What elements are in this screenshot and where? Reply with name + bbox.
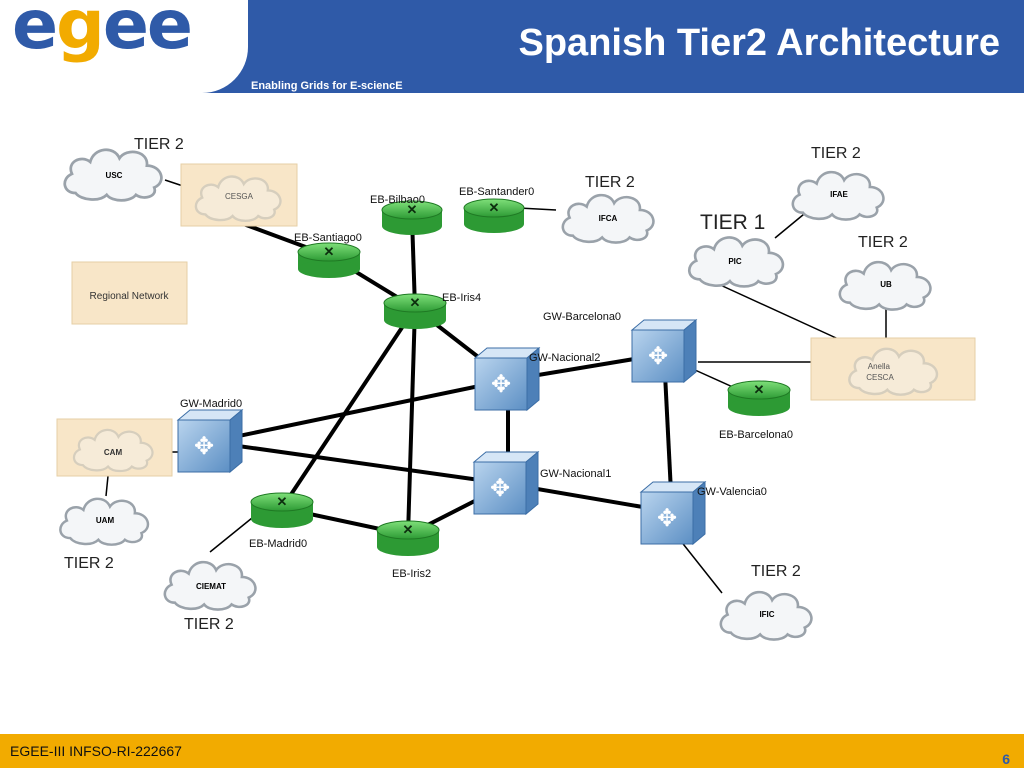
slide-footer: EGEE-III INFSO-RI-222667 6 [0, 734, 1024, 768]
regional-box-anella-cesca: Anella CESCA [810, 337, 976, 401]
label-gw-madrid0: GW-Madrid0 [180, 398, 242, 410]
label-gw-barcelona0: GW-Barcelona0 [543, 311, 621, 323]
router-arrows-icon: ✕ [410, 295, 421, 310]
regional-box-cam: CAM [56, 418, 173, 477]
cam-label: CAM [104, 448, 123, 457]
router-arrows-icon: ✕ [324, 244, 335, 259]
link-cam-uam [105, 475, 109, 497]
router-arrows-icon: ✕ [403, 522, 414, 537]
cesga-label: CESGA [225, 192, 254, 201]
anella-cesca-label: Anella CESCA [866, 362, 894, 382]
label-eb-santiago0: EB-Santiago0 [294, 232, 362, 244]
switch-arrows-icon: ✥ [657, 505, 677, 532]
link-gwbarcelona-ebbarcelona [694, 369, 736, 389]
cloud-ific-label: IFIC [759, 610, 774, 619]
label-eb-iris2: EB-Iris2 [392, 568, 431, 580]
regional-network-boxes: CESGA Regional Network CAM Anella CESCA [56, 163, 976, 477]
cloud-pic: PIC [687, 235, 785, 288]
router-eb-bilbao0: ✕ [381, 200, 443, 235]
link-valencia-ific [679, 539, 723, 594]
router-arrows-icon: ✕ [277, 494, 288, 509]
router-eb-santander0: ✕ [463, 198, 525, 233]
project-id: EGEE-III INFSO-RI-222667 [10, 743, 182, 759]
anella-line-1: Anella [868, 362, 891, 371]
cloud-ifae: IFAE [791, 170, 885, 221]
slide-title: Spanish Tier2 Architecture [518, 22, 1001, 64]
router-eb-madrid0: ✕ [250, 492, 314, 528]
cloud-ub: UB [838, 260, 932, 311]
switch-gw-madrid0: ✥ [176, 408, 244, 474]
link-pic-anella [704, 277, 859, 349]
label-eb-barcelona0: EB-Barcelona0 [719, 429, 793, 441]
switch-arrows-icon: ✥ [194, 433, 214, 460]
label-gw-nacional2: GW-Nacional2 [529, 352, 600, 364]
tier-label-uam: TIER 2 [64, 555, 114, 572]
switch-gw-valencia0: ✥ [639, 480, 707, 546]
cloud-ciemat-label: CIEMAT [196, 582, 226, 591]
cloud-usc-label: USC [106, 171, 123, 180]
link-nacional2-madrid [209, 378, 509, 444]
switches: ✥ ✥ ✥ ✥ ✥ [176, 318, 707, 546]
label-gw-nacional1: GW-Nacional1 [540, 468, 611, 480]
tier-label-ific: TIER 2 [751, 563, 801, 580]
backbone-links [209, 217, 674, 537]
routers: ✕ ✕ ✕ ✕ ✕ ✕ ✕ [250, 198, 791, 556]
router-eb-iris2: ✕ [376, 520, 440, 556]
site-clouds: USC IFCA IFAE PIC UB UAM CIEMAT IFIC [58, 148, 932, 641]
regional-network-label: Regional Network [90, 291, 170, 302]
tier-label-ub: TIER 2 [858, 234, 908, 251]
link-madrid-nacional1 [209, 440, 509, 486]
link-iris4-iris2 [406, 307, 417, 536]
router-arrows-icon: ✕ [407, 202, 418, 217]
cloud-pic-label: PIC [728, 257, 742, 266]
cloud-ific: IFIC [719, 590, 813, 641]
tier-label-pic: TIER 1 [700, 211, 765, 234]
switch-arrows-icon: ✥ [491, 371, 511, 398]
regional-box-cesga: CESGA [180, 163, 298, 227]
link-santander-ifca [518, 207, 557, 211]
router-arrows-icon: ✕ [489, 200, 500, 215]
tier-labels: TIER 2 TIER 2 TIER 2 TIER 1 TIER 2 TIER … [64, 136, 908, 633]
tier-label-ifae: TIER 2 [811, 145, 861, 162]
label-eb-iris4: EB-Iris4 [442, 292, 481, 304]
cloud-ciemat: CIEMAT [163, 560, 257, 611]
cloud-uam: UAM [58, 497, 150, 547]
label-gw-valencia0: GW-Valencia0 [697, 486, 767, 498]
egee-logo: egee [0, 0, 248, 93]
link-ciemat-ebmadrid [209, 517, 253, 553]
anella-line-2: CESCA [866, 373, 894, 382]
router-arrows-icon: ✕ [754, 382, 765, 397]
router-eb-barcelona0: ✕ [727, 380, 791, 416]
switch-gw-nacional1: ✥ [472, 450, 540, 516]
router-eb-santiago0: ✕ [297, 242, 361, 278]
switch-arrows-icon: ✥ [490, 475, 510, 502]
switch-gw-nacional2: ✥ [473, 346, 541, 412]
tier-label-usc: TIER 2 [134, 136, 184, 153]
switch-gw-barcelona0: ✥ [630, 318, 698, 384]
tier-label-ifca: TIER 2 [585, 174, 635, 191]
router-eb-iris4: ✕ [383, 293, 447, 329]
cloud-ub-label: UB [880, 280, 892, 289]
switch-arrows-icon: ✥ [648, 343, 668, 370]
cloud-ifae-label: IFAE [830, 190, 848, 199]
cloud-usc: USC [63, 148, 163, 202]
page-number: 6 [1002, 751, 1010, 767]
cloud-ifca-label: IFCA [599, 214, 618, 223]
label-eb-madrid0: EB-Madrid0 [249, 538, 307, 550]
tier-label-ciemat: TIER 2 [184, 616, 234, 633]
tagline: Enabling Grids for E-sciencE [251, 80, 403, 92]
label-eb-santander0: EB-Santander0 [459, 186, 534, 198]
logo-text: egee [12, 0, 193, 65]
cloud-ifca: IFCA [561, 193, 655, 244]
slide-header: egee Enabling Grids for E-sciencE Spanis… [0, 0, 1024, 93]
cloud-uam-label: UAM [96, 516, 115, 525]
device-labels: EB-Bilbao0 EB-Santander0 EB-Santiago0 EB… [180, 186, 793, 580]
label-eb-bilbao0: EB-Bilbao0 [370, 194, 425, 206]
link-iris4-madrid [280, 306, 417, 510]
regional-box-legend: Regional Network [71, 261, 188, 325]
